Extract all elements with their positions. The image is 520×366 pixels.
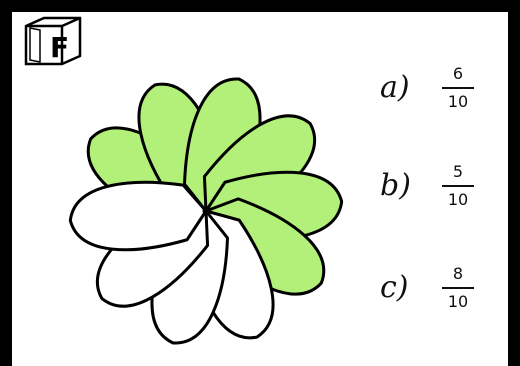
flower-center [203, 208, 210, 215]
option-a-denominator: 10 [438, 90, 478, 114]
option-a-numerator: 6 [438, 62, 478, 86]
option-c-fraction: 8 10 [438, 262, 478, 314]
option-b-numerator: 5 [438, 160, 478, 184]
option-c[interactable]: c) 8 10 [372, 262, 502, 322]
option-a-fraction: 6 10 [438, 62, 478, 114]
fraction-bar [442, 185, 474, 187]
option-b-label: b) [380, 166, 411, 206]
option-b-denominator: 10 [438, 188, 478, 212]
option-c-denominator: 10 [438, 290, 478, 314]
fraction-bar [442, 287, 474, 289]
fraction-bar [442, 87, 474, 89]
badge-letter: F [50, 31, 69, 64]
cube-icon: F [26, 18, 80, 64]
option-c-numerator: 8 [438, 262, 478, 286]
option-a[interactable]: a) 6 10 [372, 62, 502, 122]
option-b-fraction: 5 10 [438, 160, 478, 212]
option-c-label: c) [380, 268, 409, 308]
option-b[interactable]: b) 5 10 [372, 160, 502, 220]
option-a-label: a) [380, 68, 410, 108]
